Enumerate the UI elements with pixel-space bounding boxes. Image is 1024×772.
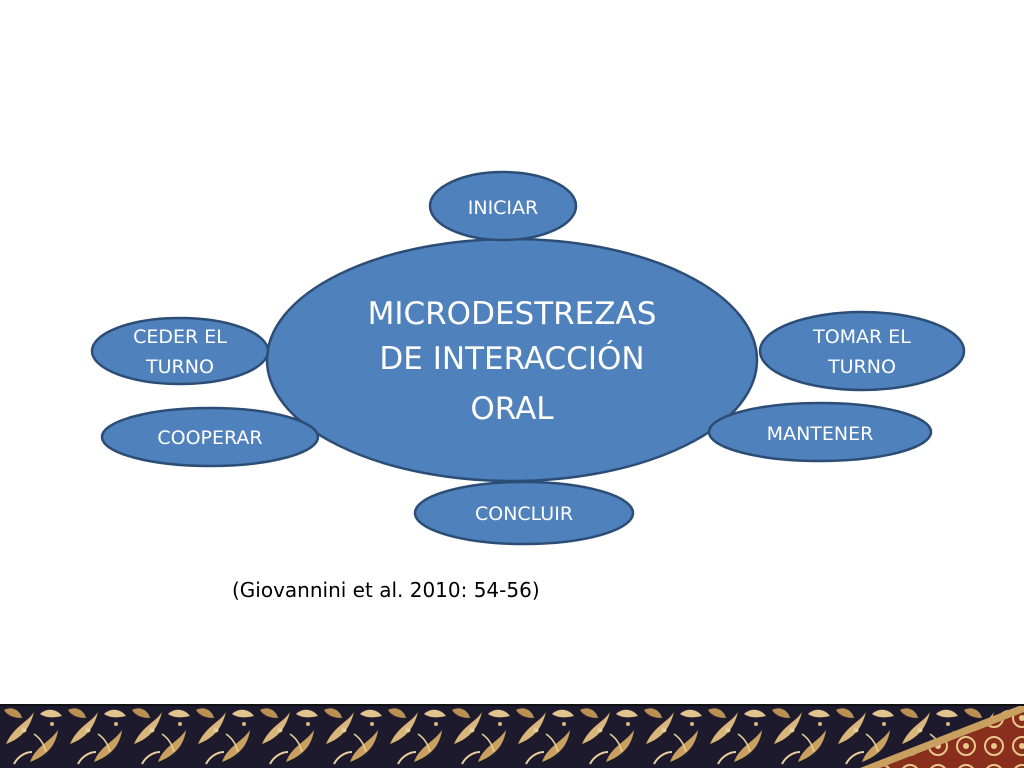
node-cooperar-label: COOPERAR bbox=[157, 427, 262, 449]
node-mantener bbox=[707, 401, 933, 463]
center-label-line1: MICRODESTREZAS bbox=[368, 296, 657, 332]
citation: (Giovannini et al. 2010: 54-56) bbox=[232, 578, 540, 602]
node-tomar-label-line2: TURNO bbox=[827, 356, 896, 378]
node-concluir bbox=[413, 480, 635, 546]
node-ceder-label-line2: TURNO bbox=[145, 356, 214, 378]
node-iniciar bbox=[428, 170, 578, 242]
node-tomar-el-turno bbox=[758, 310, 966, 392]
node-ceder-el-turno bbox=[90, 316, 270, 386]
decorative-footer-band bbox=[0, 704, 1024, 768]
center-label-line2: DE INTERACCIÓN bbox=[379, 340, 644, 377]
node-cooperar bbox=[100, 406, 320, 468]
center-label-line3: ORAL bbox=[470, 391, 554, 427]
leaf-pattern-image bbox=[0, 704, 1024, 768]
node-iniciar-label: INICIAR bbox=[468, 197, 539, 219]
node-ceder-label-line1: CEDER EL bbox=[133, 326, 227, 348]
node-concluir-label: CONCLUIR bbox=[475, 503, 573, 525]
node-tomar-label-line1: TOMAR EL bbox=[812, 326, 911, 348]
node-mantener-label: MANTENER bbox=[767, 423, 874, 445]
